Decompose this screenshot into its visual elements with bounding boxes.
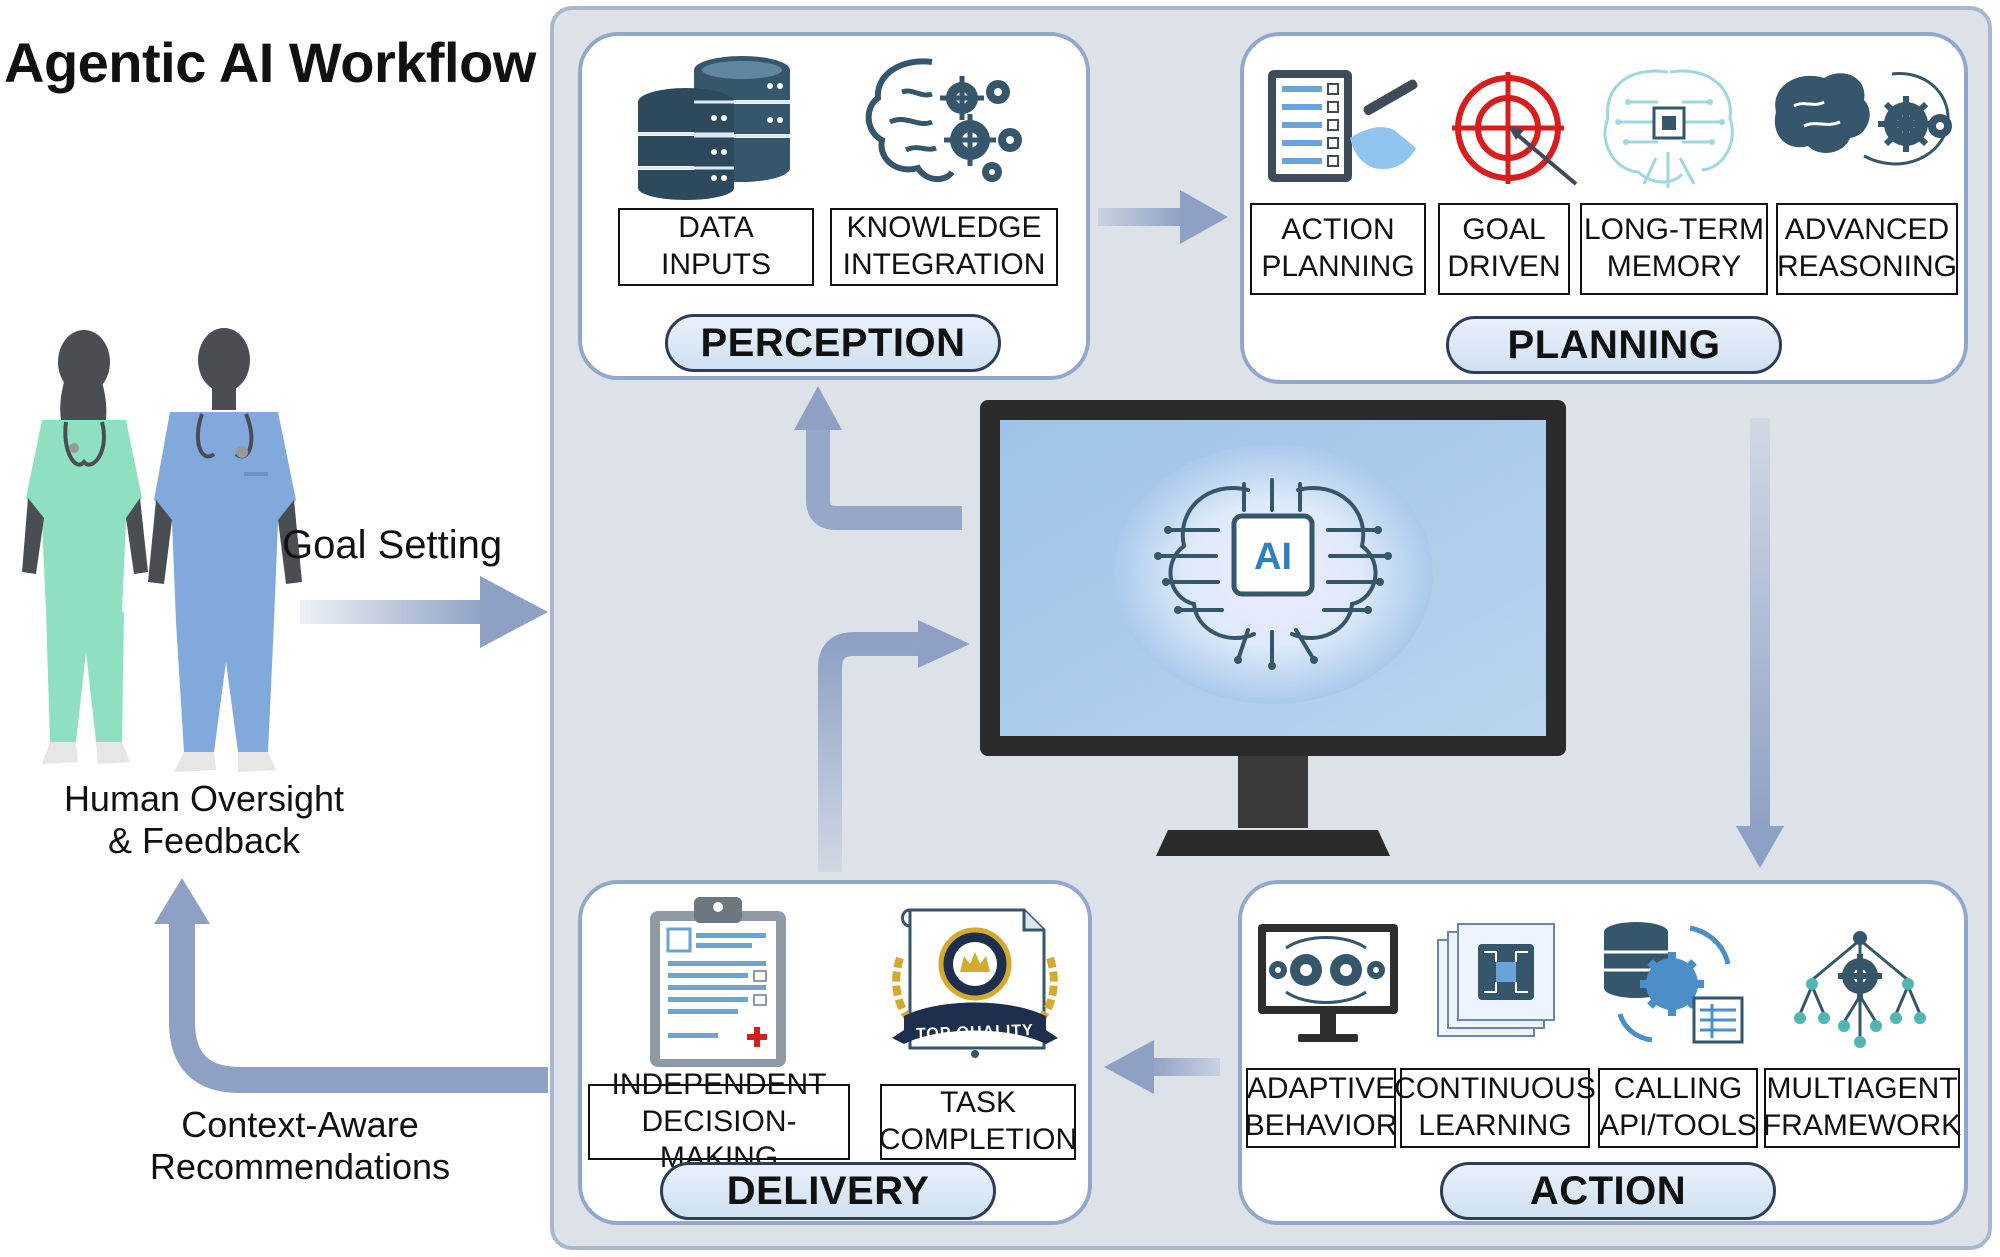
context-aware-label: Context-Aware Recommendations xyxy=(149,1104,451,1188)
learning-chip-stack-icon xyxy=(1437,923,1555,1037)
continuous-learning-label: CONTINUOUS LEARNING xyxy=(1394,1068,1596,1148)
ai-circuit-brain-icon xyxy=(1154,478,1392,670)
multiagent-framework-label: MULTIAGENT FRAMEWORK xyxy=(1763,1068,1961,1148)
action-title: ACTION xyxy=(1440,1162,1776,1220)
task-completion-label: TASK COMPLETION xyxy=(879,1084,1077,1160)
knowledge-integration-label: KNOWLEDGE INTEGRATION xyxy=(830,208,1058,286)
ai-chip-label: AI xyxy=(1254,535,1292,578)
quality-certificate-icon xyxy=(892,908,1058,1058)
checklist-icon xyxy=(1268,70,1418,182)
brain-gears-icon xyxy=(865,58,1022,182)
human-oversight-label: Human Oversight & Feedback xyxy=(63,778,345,862)
top-quality-badge-text: TOP QUALITY xyxy=(915,1021,1035,1044)
long-term-memory-label: LONG-TERM MEMORY xyxy=(1580,203,1768,295)
api-tools-icon xyxy=(1604,922,1744,1044)
ai-to-perception-arrow xyxy=(794,386,962,530)
delivery-title: DELIVERY xyxy=(660,1162,996,1220)
multiagent-tree-icon xyxy=(1794,931,1926,1048)
recommendations-arrow xyxy=(154,878,548,1093)
nurse-figure xyxy=(22,330,148,764)
calling-api-tools-label: CALLING API/TOOLS xyxy=(1598,1068,1758,1148)
target-icon xyxy=(1452,72,1578,186)
action-planning-label: ACTION PLANNING xyxy=(1250,203,1426,295)
data-inputs-label: DATA INPUTS xyxy=(618,208,814,286)
circuit-brain-icon xyxy=(1603,69,1734,188)
healthcare-workers-icon xyxy=(22,328,302,772)
advanced-reasoning-label: ADVANCED REASONING xyxy=(1776,203,1958,295)
perception-title: PERCEPTION xyxy=(665,314,1001,372)
independent-decision-making-label: INDEPENDENT DECISION-MAKING xyxy=(588,1068,850,1174)
reasoning-brain-gears-icon xyxy=(1774,72,1952,166)
goal-setting-label: Goal Setting xyxy=(282,523,503,567)
planning-title: PLANNING xyxy=(1446,316,1782,374)
planning-to-action-arrow xyxy=(1736,418,1784,868)
goal-driven-label: GOAL DRIVEN xyxy=(1438,203,1570,295)
adaptive-monitor-icon xyxy=(1258,924,1398,1042)
perception-to-planning-arrow xyxy=(1098,190,1228,244)
action-to-delivery-arrow xyxy=(1104,1040,1220,1094)
clipboard-icon xyxy=(650,897,786,1067)
database-icon xyxy=(638,56,790,200)
page-title: Agentic AI Workflow xyxy=(4,31,536,94)
goal-setting-arrow xyxy=(300,576,548,648)
doctor-figure xyxy=(148,328,302,772)
adaptive-behavior-label: ADAPTIVE BEHAVIOR xyxy=(1245,1068,1397,1148)
delivery-to-ai-arrow xyxy=(818,620,970,872)
